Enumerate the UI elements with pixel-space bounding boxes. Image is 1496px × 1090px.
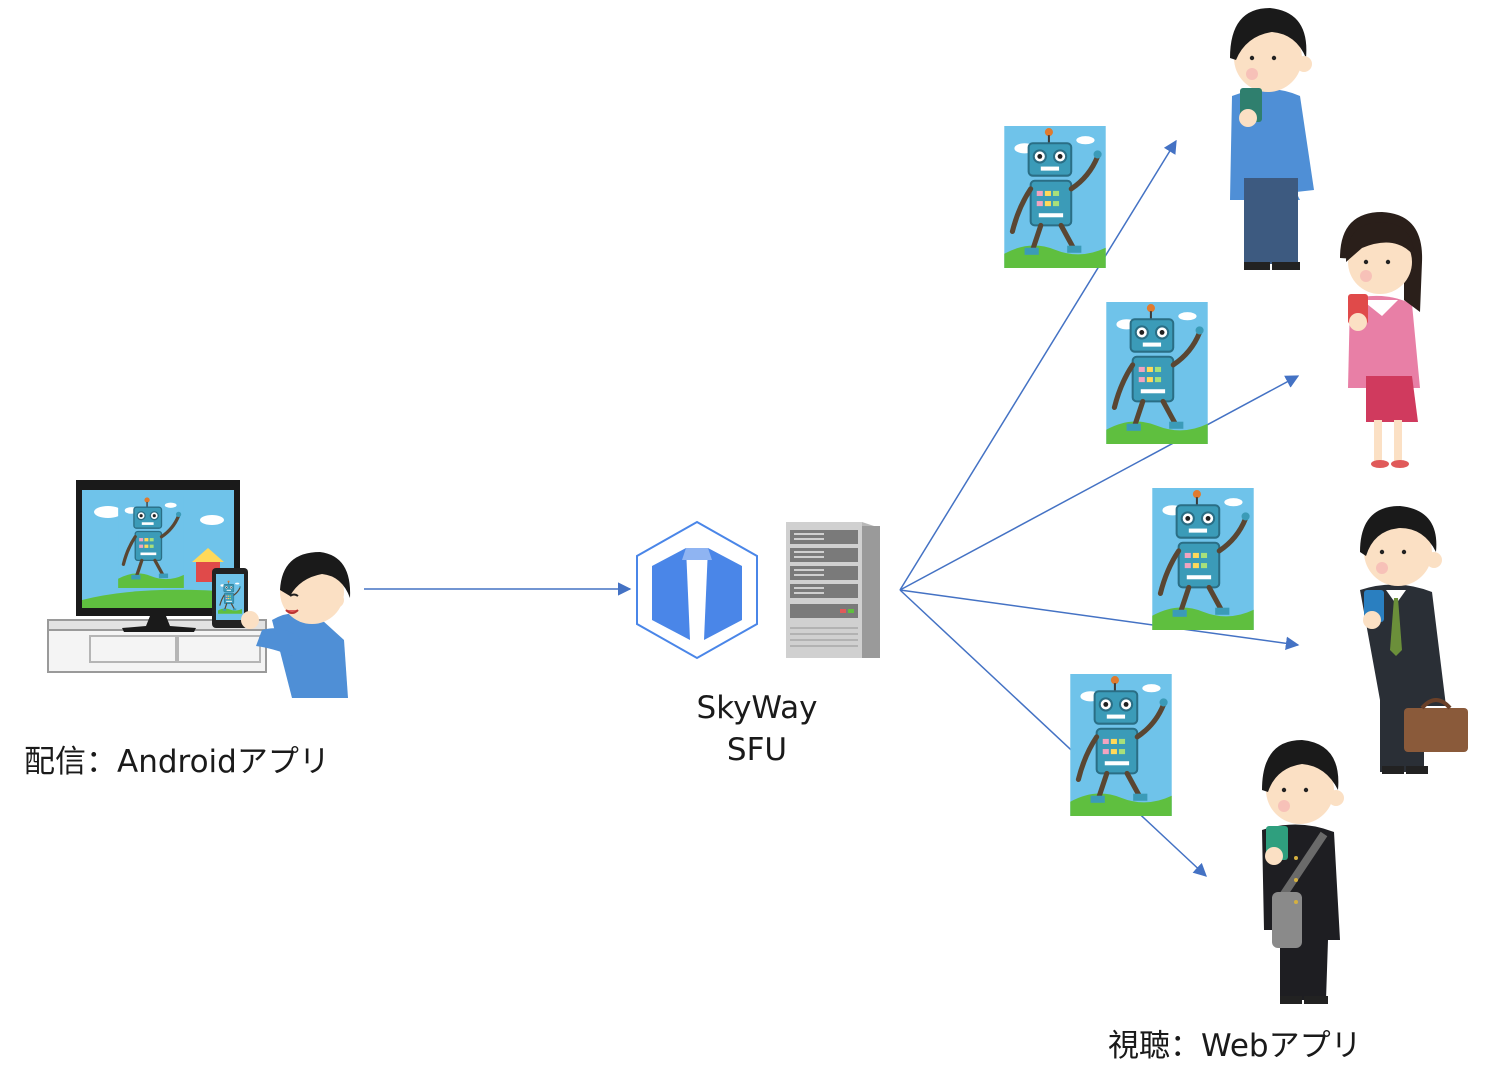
server-label-line1: SkyWay — [697, 690, 818, 726]
server-rack-icon — [786, 522, 880, 658]
robot-video-frame-icon — [1004, 126, 1105, 268]
robot-video-frame-icon — [1152, 488, 1253, 630]
arrow-sfu-to-viewer-4 — [899, 589, 1207, 877]
broadcaster-illustration — [47, 480, 351, 698]
arrows — [364, 139, 1300, 877]
viewer-person-icon — [1360, 506, 1468, 774]
skyway-logo-icon — [636, 520, 758, 660]
arrow-sfu-to-viewer-1 — [899, 139, 1177, 591]
robot-video-frame-icon — [1106, 302, 1207, 444]
arrow-sfu-to-viewer-3 — [899, 589, 1300, 651]
robot-video-frame-icon — [1070, 674, 1171, 816]
viewer-person-icon — [1262, 740, 1344, 1004]
server-label-line2: SFU — [727, 732, 787, 768]
viewer-person-icon — [1230, 8, 1314, 270]
broadcaster-label: 配信：Androidアプリ — [24, 744, 330, 780]
viewers-label: 視聴：Webアプリ — [1108, 1028, 1362, 1064]
viewer-person-icon — [1340, 212, 1423, 468]
arrow-sfu-to-viewer-2 — [899, 375, 1300, 591]
